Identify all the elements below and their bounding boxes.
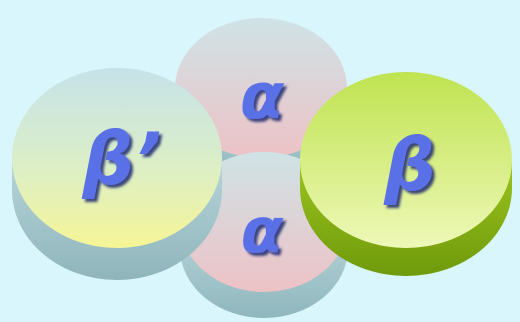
beta-disc: β (300, 72, 512, 276)
alpha-top-label: α (240, 60, 285, 134)
beta-prime-disc: β’ (12, 68, 222, 280)
alpha-bottom-label: α (241, 194, 284, 267)
beta-label: β (383, 123, 436, 207)
beta-prime-label: β’ (82, 117, 162, 201)
